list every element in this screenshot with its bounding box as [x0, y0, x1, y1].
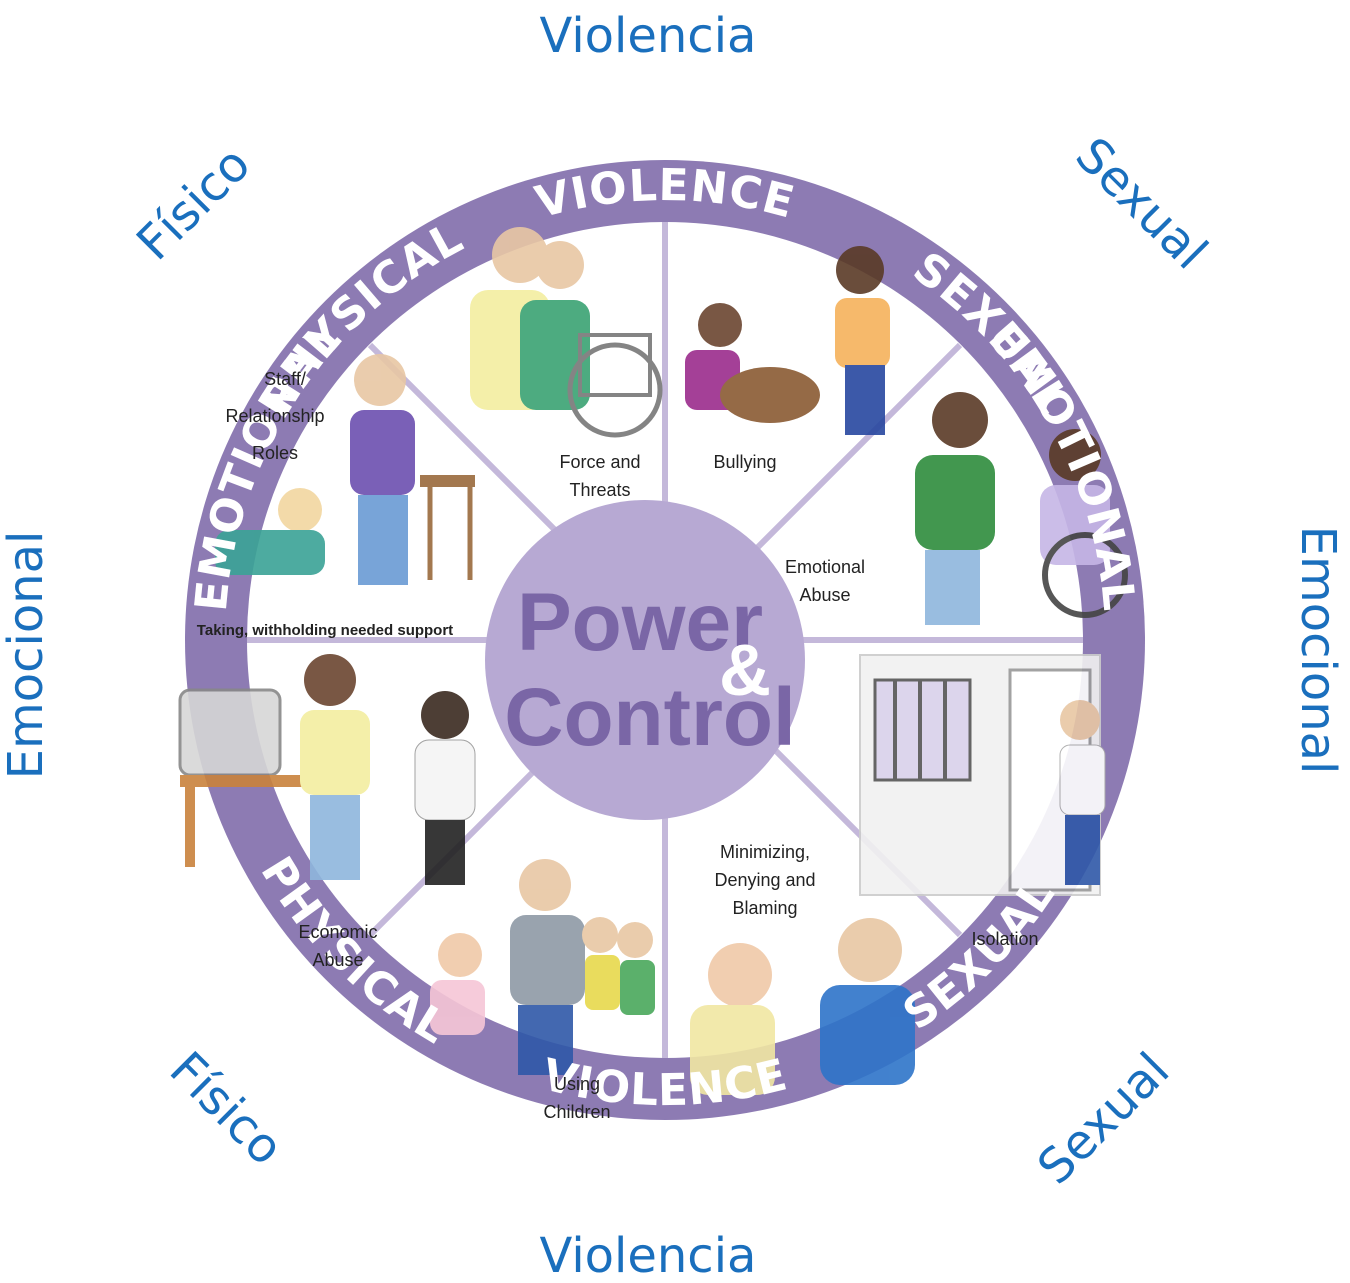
segment-children-line2: Children: [543, 1102, 610, 1122]
illustration-emotional-abuse: [915, 392, 1128, 625]
segment-staff-line2: Relationship: [225, 406, 324, 426]
segment-staff-line3: Roles: [252, 443, 298, 463]
illustrations: [178, 227, 1128, 1095]
segment-force-line1: Force and: [559, 452, 640, 472]
illustration-minimizing: [690, 918, 915, 1095]
illustration-bullying: [685, 246, 890, 435]
center-hub: [485, 500, 805, 820]
spanish-label-top: Violencia: [540, 8, 757, 64]
spanish-label-bottom: Violencia: [540, 1228, 757, 1283]
segment-staff-line1: Staff/: [264, 369, 306, 389]
segment-emotional-line2: Abuse: [799, 585, 850, 605]
segment-emotional-line1: Emotional: [785, 557, 865, 577]
segment-bullying: Bullying: [713, 452, 776, 472]
hub-title-power: Power: [517, 577, 763, 668]
illustration-staff-roles: [215, 354, 475, 585]
segment-minimizing-line3: Blaming: [732, 898, 797, 918]
hub-ampersand: &: [719, 631, 771, 711]
segment-children-line1: Using: [554, 1074, 600, 1094]
spanish-label-right: Emocional: [1290, 526, 1346, 775]
illustration-economic-abuse: [178, 654, 476, 885]
segment-minimizing-line2: Denying and: [714, 870, 815, 890]
spanish-label-top-left: Físico: [126, 136, 261, 271]
illustration-isolation: [859, 654, 1106, 896]
spanish-label-left: Emocional: [0, 531, 54, 780]
segment-isolation: Isolation: [971, 929, 1038, 949]
illustration-using-children: [430, 859, 655, 1075]
segment-force-line2: Threats: [569, 480, 630, 500]
spanish-label-bottom-right: Sexual: [1027, 1042, 1180, 1195]
segment-economic-line2: Abuse: [312, 950, 363, 970]
illustration-force-threats: [470, 227, 663, 438]
spanish-label-bottom-left: Físico: [159, 1041, 294, 1176]
segment-minimizing-line1: Minimizing,: [720, 842, 810, 862]
spanish-label-top-right: Sexual: [1065, 127, 1218, 280]
hub-title-control: Control: [504, 672, 795, 763]
segment-taking-support: Taking, withholding needed support: [197, 622, 453, 639]
segment-economic-line1: Economic: [298, 922, 377, 942]
